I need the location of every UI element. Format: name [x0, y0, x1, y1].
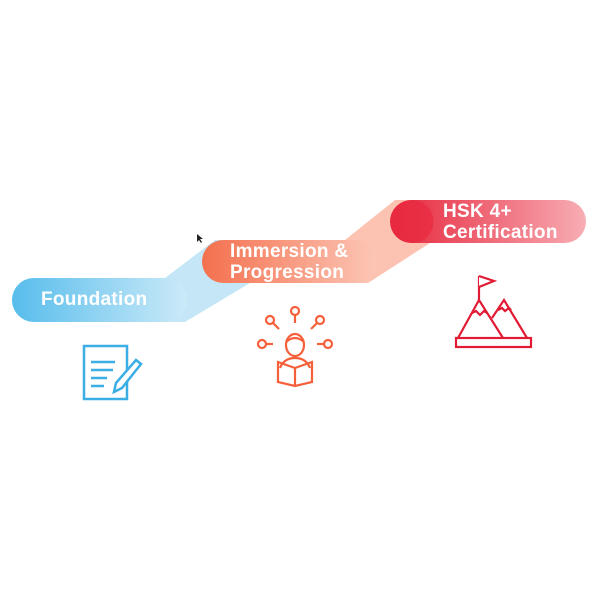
step-label-hsk-1: HSK 4+ [443, 201, 512, 222]
pill-hsk [390, 200, 586, 243]
mountain-flag-icon [454, 274, 533, 349]
step-label-immersion-1: Immersion & [230, 241, 349, 262]
step-label-foundation: Foundation [41, 289, 148, 310]
step-label-hsk-2: Certification [443, 222, 558, 243]
pill-immersion [202, 240, 377, 283]
pill-foundation [12, 278, 187, 322]
step-label-immersion-2: Progression [230, 262, 345, 283]
document-pencil-icon [82, 344, 143, 401]
mouse-cursor-icon [197, 234, 203, 243]
reader-ideas-icon [256, 305, 334, 388]
